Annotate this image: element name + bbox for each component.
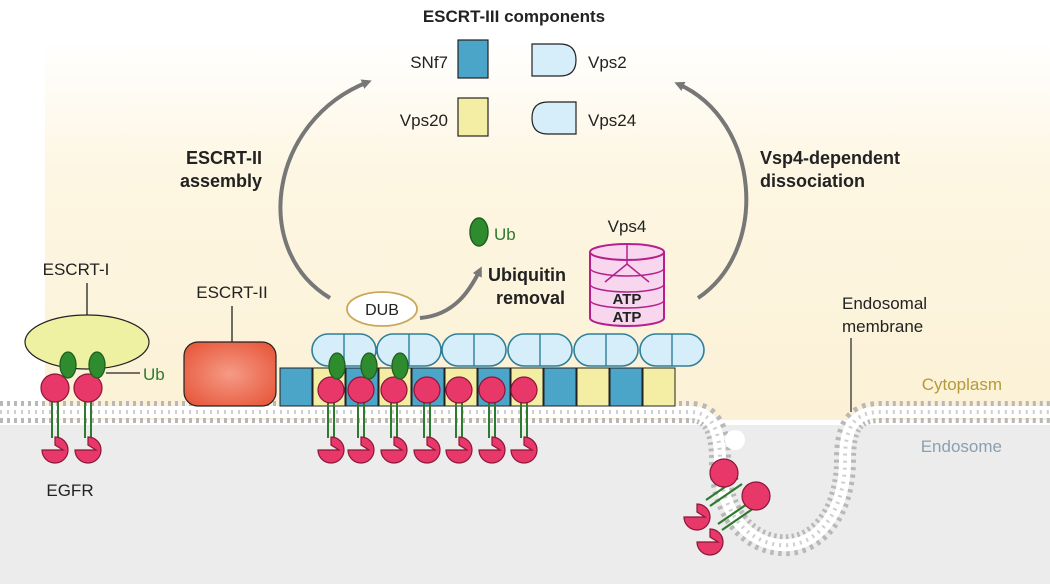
- assembly-arrow: [278, 79, 372, 300]
- endosome-region: [0, 425, 1050, 584]
- vps4-complex: Vps4 ATP ATP: [589, 217, 665, 327]
- vps2-vps24-filament: [311, 333, 705, 367]
- snf7-swatch: [457, 39, 489, 79]
- dub-enzyme: [346, 291, 418, 327]
- removal-label-line1: Ubiquitin: [488, 265, 566, 285]
- legend-label-vps24: Vps24: [588, 111, 636, 130]
- membrane-label-line1: Endosomal: [842, 294, 927, 313]
- bound-ub-label: Ub: [143, 365, 165, 384]
- egfr-cluster: [317, 352, 538, 464]
- endosomal-membrane: [0, 401, 1050, 557]
- removal-label-line2: removal: [496, 288, 565, 308]
- atp-label-2: ATP: [613, 309, 642, 326]
- escrt2-label: ESCRT-II: [196, 283, 267, 302]
- legend-label-vps20: Vps20: [400, 111, 448, 130]
- dissociation-label-line2: dissociation: [760, 171, 865, 191]
- cytoplasm-label: Cytoplasm: [922, 375, 1002, 394]
- ubiquitin-removal-arrow: [419, 266, 482, 320]
- vps24-swatch: [531, 101, 577, 135]
- membrane-label-line2: membrane: [842, 317, 923, 336]
- free-ubiquitin: [469, 217, 489, 247]
- atp-label-1: ATP: [613, 291, 642, 308]
- assembly-label-line1: ESCRT-II: [186, 148, 262, 168]
- assembly-label-line2: assembly: [180, 171, 262, 191]
- escrt1-complex: ESCRT-I Ub EGFR: [24, 260, 165, 500]
- vps20-swatch: [457, 97, 489, 137]
- internalized-egfr: [683, 458, 771, 556]
- escrt1-label: ESCRT-I: [43, 260, 110, 279]
- free-ub-label: Ub: [494, 225, 516, 244]
- legend: SNf7 Vps20 Vps2 Vps24: [400, 39, 636, 137]
- endosome-label: Endosome: [921, 437, 1002, 456]
- legend-label-vps2: Vps2: [588, 53, 627, 72]
- egfr-label: EGFR: [46, 481, 93, 500]
- legend-title: ESCRT-III components: [423, 7, 605, 26]
- vps2-swatch: [531, 43, 577, 77]
- escrt2-complex: ESCRT-II: [183, 283, 277, 407]
- dissociation-label-line1: Vsp4-dependent: [760, 148, 900, 168]
- dub-label: DUB: [365, 302, 399, 319]
- dissociation-arrow-head-end: [674, 81, 749, 300]
- legend-label-snf7: SNf7: [410, 53, 448, 72]
- vps4-label: Vps4: [608, 217, 647, 236]
